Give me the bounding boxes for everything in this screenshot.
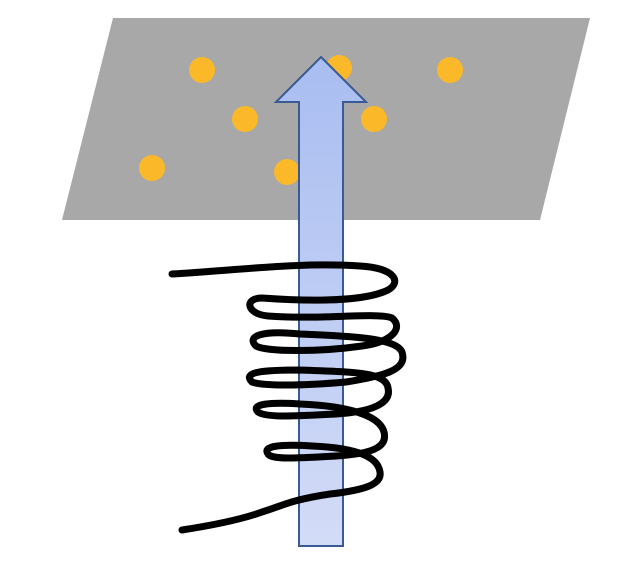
particle-dot [274, 159, 300, 185]
coil-wire [168, 261, 407, 534]
particle-dot [232, 106, 258, 132]
particle-dot [139, 155, 165, 181]
particle-dot [361, 106, 387, 132]
particle-dot [189, 57, 215, 83]
particle-dot [437, 57, 463, 83]
